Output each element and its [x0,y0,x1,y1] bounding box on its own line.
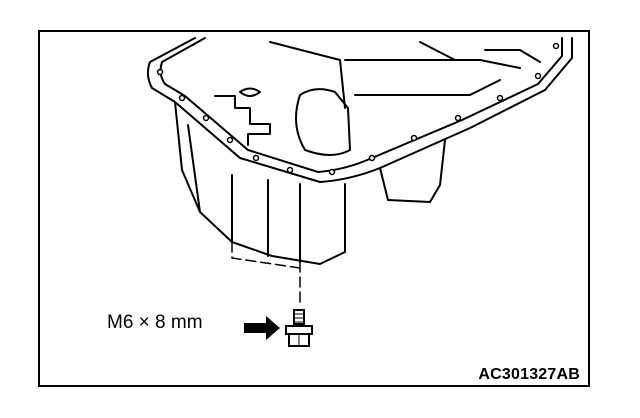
oil-pan-flange-inner [159,37,563,173]
sump-recess [295,88,351,156]
oil-pan-body-right [379,139,446,203]
oil-pan-body-left [174,101,346,265]
bolt-icon [285,309,313,347]
right-arrow-icon [244,316,280,340]
leader-line [231,241,301,269]
bolt-size-label: M6 × 8 mm [107,312,203,333]
figure-id-label: AC301327AB [478,366,580,383]
